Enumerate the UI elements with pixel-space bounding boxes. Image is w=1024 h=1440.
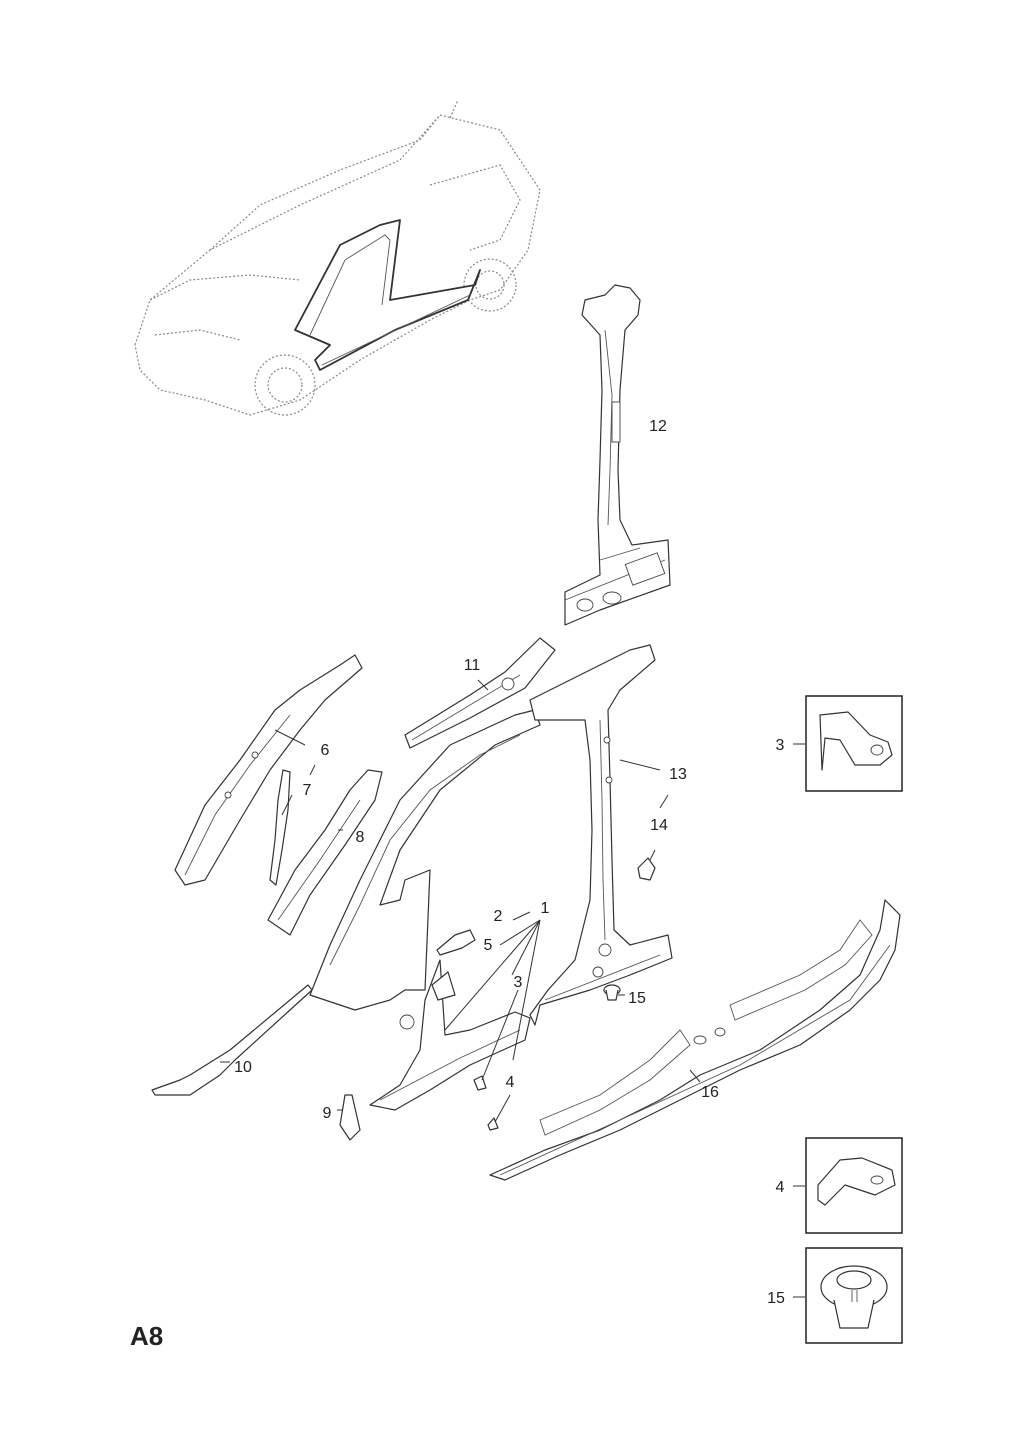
- callout-15: 15: [628, 990, 646, 1007]
- callout-11: 11: [464, 657, 481, 674]
- diagram-code: A8: [130, 1321, 163, 1351]
- callout-3: 3: [514, 974, 523, 991]
- leader-lines: [220, 679, 805, 1298]
- part-16-rocker-panel: [489, 899, 901, 1181]
- callout-13: 13: [669, 766, 687, 783]
- detail-box-4-label: 4: [776, 1179, 785, 1196]
- part-2-bracket: [436, 929, 476, 956]
- callout-8: 8: [356, 829, 365, 846]
- detail-box-4: 4: [776, 1137, 903, 1234]
- callout-1: 1: [541, 900, 550, 917]
- callout-labels: 1 2 3 4 5 6 7 8 9 10 11 12 13 14 15 16: [234, 418, 719, 1122]
- callout-14: 14: [650, 817, 668, 834]
- callout-16: 16: [701, 1084, 719, 1101]
- callout-10: 10: [234, 1059, 252, 1076]
- callout-2: 2: [494, 908, 503, 925]
- detail-box-15: 15: [767, 1247, 903, 1344]
- callout-12: 12: [649, 418, 667, 435]
- part-14-clip: [637, 857, 656, 881]
- callout-5: 5: [484, 937, 493, 954]
- part-13-side-frame: [309, 644, 673, 1030]
- part-6-a-pillar-reinforcement: [174, 654, 363, 886]
- part-8-pillar-panel: [267, 769, 383, 936]
- callout-7: 7: [303, 782, 312, 799]
- detail-box-15-label: 15: [767, 1290, 785, 1307]
- part-15-plug: [603, 984, 621, 1001]
- part-11-roof-rail: [404, 637, 556, 749]
- vehicle-overview: [134, 99, 541, 416]
- part-4-small: [487, 1117, 499, 1131]
- callout-9: 9: [323, 1105, 332, 1122]
- callout-6: 6: [321, 742, 330, 759]
- detail-box-3: 3: [776, 695, 903, 792]
- callout-4: 4: [506, 1074, 515, 1091]
- part-3-small: [473, 1075, 487, 1091]
- part-1-a-pillar-lower: [369, 959, 531, 1111]
- part-12-b-pillar-inner: [564, 284, 671, 626]
- part-7-strip: [269, 769, 291, 886]
- detail-box-3-label: 3: [776, 737, 785, 754]
- part-9-bracket: [339, 1094, 361, 1141]
- part-5-bracket: [431, 971, 456, 1001]
- part-10-lower-bracket: [151, 984, 313, 1096]
